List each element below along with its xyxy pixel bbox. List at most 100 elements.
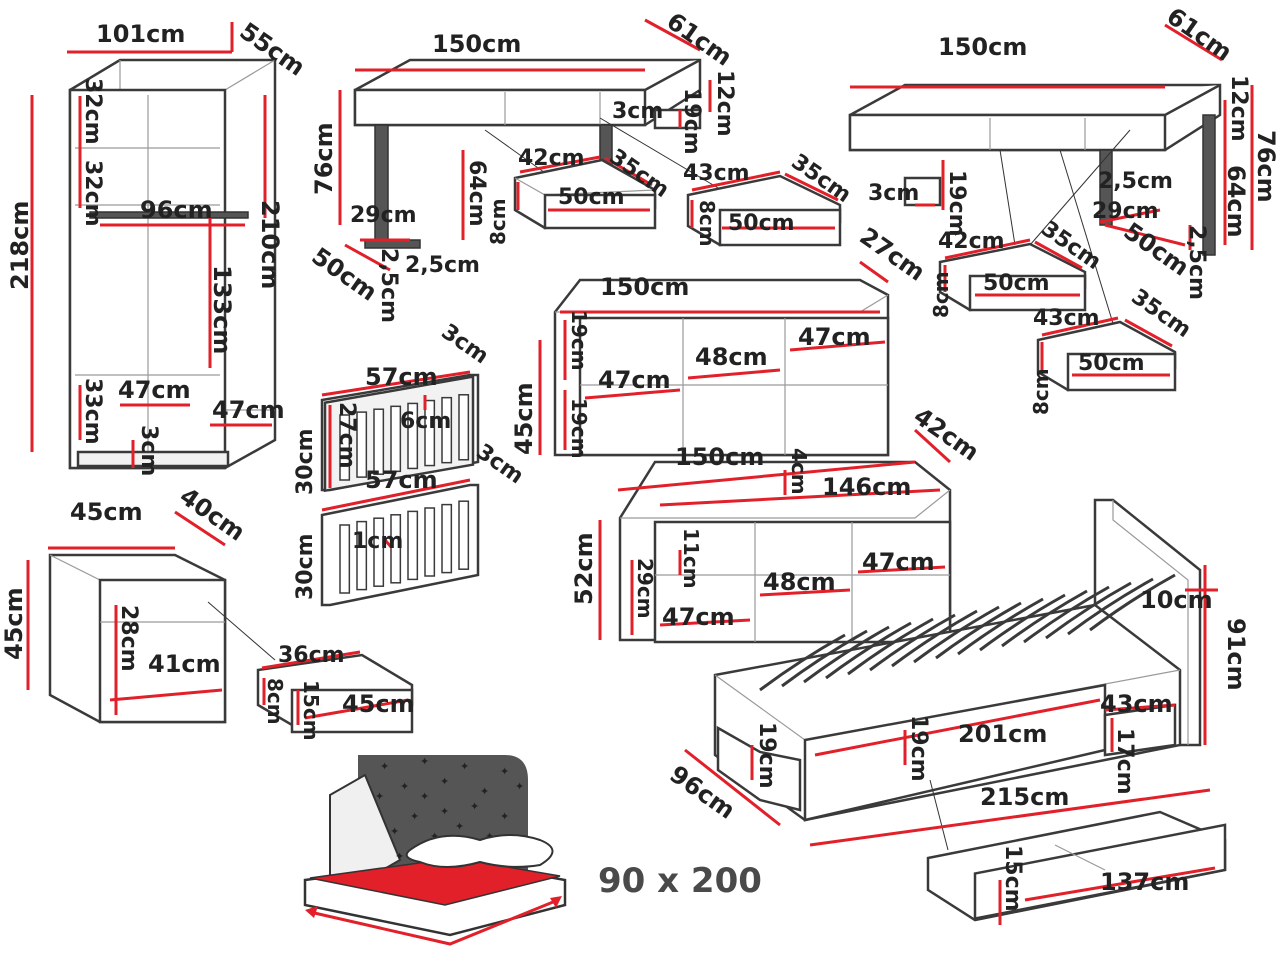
shelf-unit-width-label: 150cm: [600, 273, 689, 301]
desk-right-width-label: 150cm: [938, 33, 1027, 61]
star-icon: ✦: [430, 830, 439, 843]
star-icon: ✦: [515, 780, 524, 793]
wardrobe-second-shelf-label: 32cm: [80, 160, 105, 227]
sideboard-width-label: 150cm: [675, 443, 764, 471]
sideboard-cell-left-label: 47cm: [662, 603, 735, 631]
mattress-night-sky-illustration: ✦✦✦✦✦✦✦✦✦✦✦✦✦✦✦✦✦✦✦✦ 90 x 200: [303, 755, 762, 946]
desk-left-back-label: 12cm: [712, 70, 737, 137]
desk-right-drawer2-width-label: 43cm: [1033, 306, 1100, 331]
wardrobe-width-label: 101cm: [96, 20, 185, 48]
panel-bottom-slat-label: 1cm: [352, 529, 403, 554]
sideboard-inner-width-label: 146cm: [822, 473, 911, 501]
desk-right-drawer2-height-label: 8cm: [1029, 368, 1053, 415]
panel-top: 57cm 3cm 30cm 27cm 6cm: [293, 319, 493, 495]
star-icon: ✦: [395, 850, 404, 863]
wardrobe-hanging-label: 133cm: [208, 265, 236, 354]
bed-slat: [1023, 585, 1110, 644]
panel-bottom: 57cm 3cm 30cm 1cm: [293, 439, 528, 607]
desk-right-drawer1-height-label: 8cm: [929, 271, 953, 318]
desk-left-leg-width-label: 2,5cm: [376, 248, 401, 323]
panel-bottom-height-label: 30cm: [293, 533, 318, 600]
sideboard-height-label: 52cm: [570, 532, 598, 605]
slat: [373, 408, 385, 475]
desk-right-leg-height-label: 64cm: [1222, 165, 1250, 238]
sideboard-cell-right-label: 47cm: [862, 548, 935, 576]
nightstand-drawer-width-label: 36cm: [278, 643, 345, 668]
slat: [407, 510, 419, 581]
star-icon: ✦: [500, 810, 509, 823]
shelf-unit: 150cm 27cm 45cm 19cm 19cm 47cm 48cm 47cm: [510, 222, 930, 459]
sideboard-top-label: 4cm: [787, 448, 811, 495]
slat: [458, 500, 470, 570]
desk-right-depth-label: 61cm: [1162, 2, 1238, 67]
bed-drawer-height-label: 15cm: [1000, 845, 1025, 912]
bed-drawer-length-label: 137cm: [1100, 868, 1189, 896]
desk-right-drawer1-width-label: 42cm: [938, 229, 1005, 254]
panel-top-height-label: 30cm: [293, 428, 318, 495]
panel-top-width-label: 57cm: [365, 363, 438, 391]
desk-left-frame-depth-label: 50cm: [307, 242, 383, 307]
slat: [373, 517, 385, 587]
shelf-unit-top-gap-label: 19cm: [567, 310, 591, 371]
sideboard-shelf-label: 11cm: [679, 528, 703, 589]
bed-slat: [1067, 577, 1154, 636]
star-icon: ✦: [420, 790, 429, 803]
star-icon: ✦: [470, 800, 479, 813]
slat: [458, 394, 470, 461]
desk-left-height-label: 76cm: [310, 122, 338, 195]
bed-slat: [913, 605, 1000, 664]
nightstand-drawer-height-label: 8cm: [263, 678, 287, 725]
star-icon: ✦: [440, 805, 449, 818]
bed-slat: [891, 609, 978, 668]
desk-left-drawer2-height-label: 8cm: [695, 200, 719, 247]
bed-slat: [781, 629, 868, 688]
sideboard-cell-mid-label: 48cm: [763, 568, 836, 596]
star-icon: ✦: [420, 755, 429, 768]
bed-slat: [759, 633, 846, 692]
slat: [441, 396, 453, 464]
nightstand-height-label: 45cm: [0, 587, 28, 660]
bed-slat: [979, 593, 1066, 652]
slat: [407, 402, 419, 470]
bed-inner-length-label: 201cm: [958, 720, 1047, 748]
desk-left-drawer1-inner-label: 50cm: [558, 185, 625, 210]
panel-bottom-width-label: 57cm: [365, 466, 438, 494]
star-icon: ✦: [390, 825, 399, 838]
star-icon: ✦: [375, 790, 384, 803]
wardrobe-shelf-right-label: 47cm: [212, 396, 285, 424]
desk-left-drawer2-inner-label: 50cm: [728, 211, 795, 236]
slat: [339, 524, 351, 594]
shelf-unit-cell-mid-label: 48cm: [695, 343, 768, 371]
shelf-unit-cell-left-label: 47cm: [598, 366, 671, 394]
wardrobe-shelf-left-label: 47cm: [118, 376, 191, 404]
bed-length-label: 215cm: [980, 783, 1069, 811]
desk-left-drawer2-width-label: 43cm: [683, 161, 750, 186]
desk-right-leg-width-label: 2,5cm: [1098, 169, 1173, 194]
desk-right-height-label: 76cm: [1252, 130, 1280, 203]
wardrobe: 101cm 55cm 218cm 210cm 32cm 32cm 96cm 13…: [6, 17, 310, 476]
nightstand: 45cm 40cm 45cm 28cm 41cm 36cm 8cm 15cm 4…: [0, 482, 415, 741]
bed-slat: [869, 613, 956, 672]
desk-left-shelf-gap-label: 19cm: [679, 88, 704, 155]
mattress-top: [309, 857, 561, 906]
shelf-unit-cell-top-right-label: 47cm: [798, 323, 871, 351]
desk-right-drawer2-inner-label: 50cm: [1078, 351, 1145, 376]
desk-left-width-label: 150cm: [432, 30, 521, 58]
shelf-unit-bottom-gap-label: 19cm: [567, 398, 591, 459]
panel-top-inner-height-label: 27cm: [334, 402, 359, 469]
star-icon: ✦: [460, 760, 469, 773]
sideboard: 150cm 42cm 52cm 146cm 4cm 11cm 29cm 47cm…: [570, 402, 984, 644]
desk-right-drawer1-inner-label: 50cm: [983, 271, 1050, 296]
desk-right-leg-width-2-label: 2,5cm: [1184, 225, 1209, 300]
mattress-size-label: 90 x 200: [598, 861, 762, 901]
desk-left-drawer1-height-label: 8cm: [486, 198, 510, 245]
star-icon: ✦: [480, 785, 489, 798]
bed-slat: [1001, 589, 1088, 648]
desk-left-top-label: 3cm: [612, 99, 663, 124]
desk-right-frame-depth-label: 50cm: [1119, 217, 1195, 282]
wardrobe-plinth-label: 3cm: [136, 425, 161, 476]
bed-storage-width-label: 43cm: [1100, 690, 1173, 718]
star-icon: ✦: [410, 810, 419, 823]
bed-slat: [957, 597, 1044, 656]
